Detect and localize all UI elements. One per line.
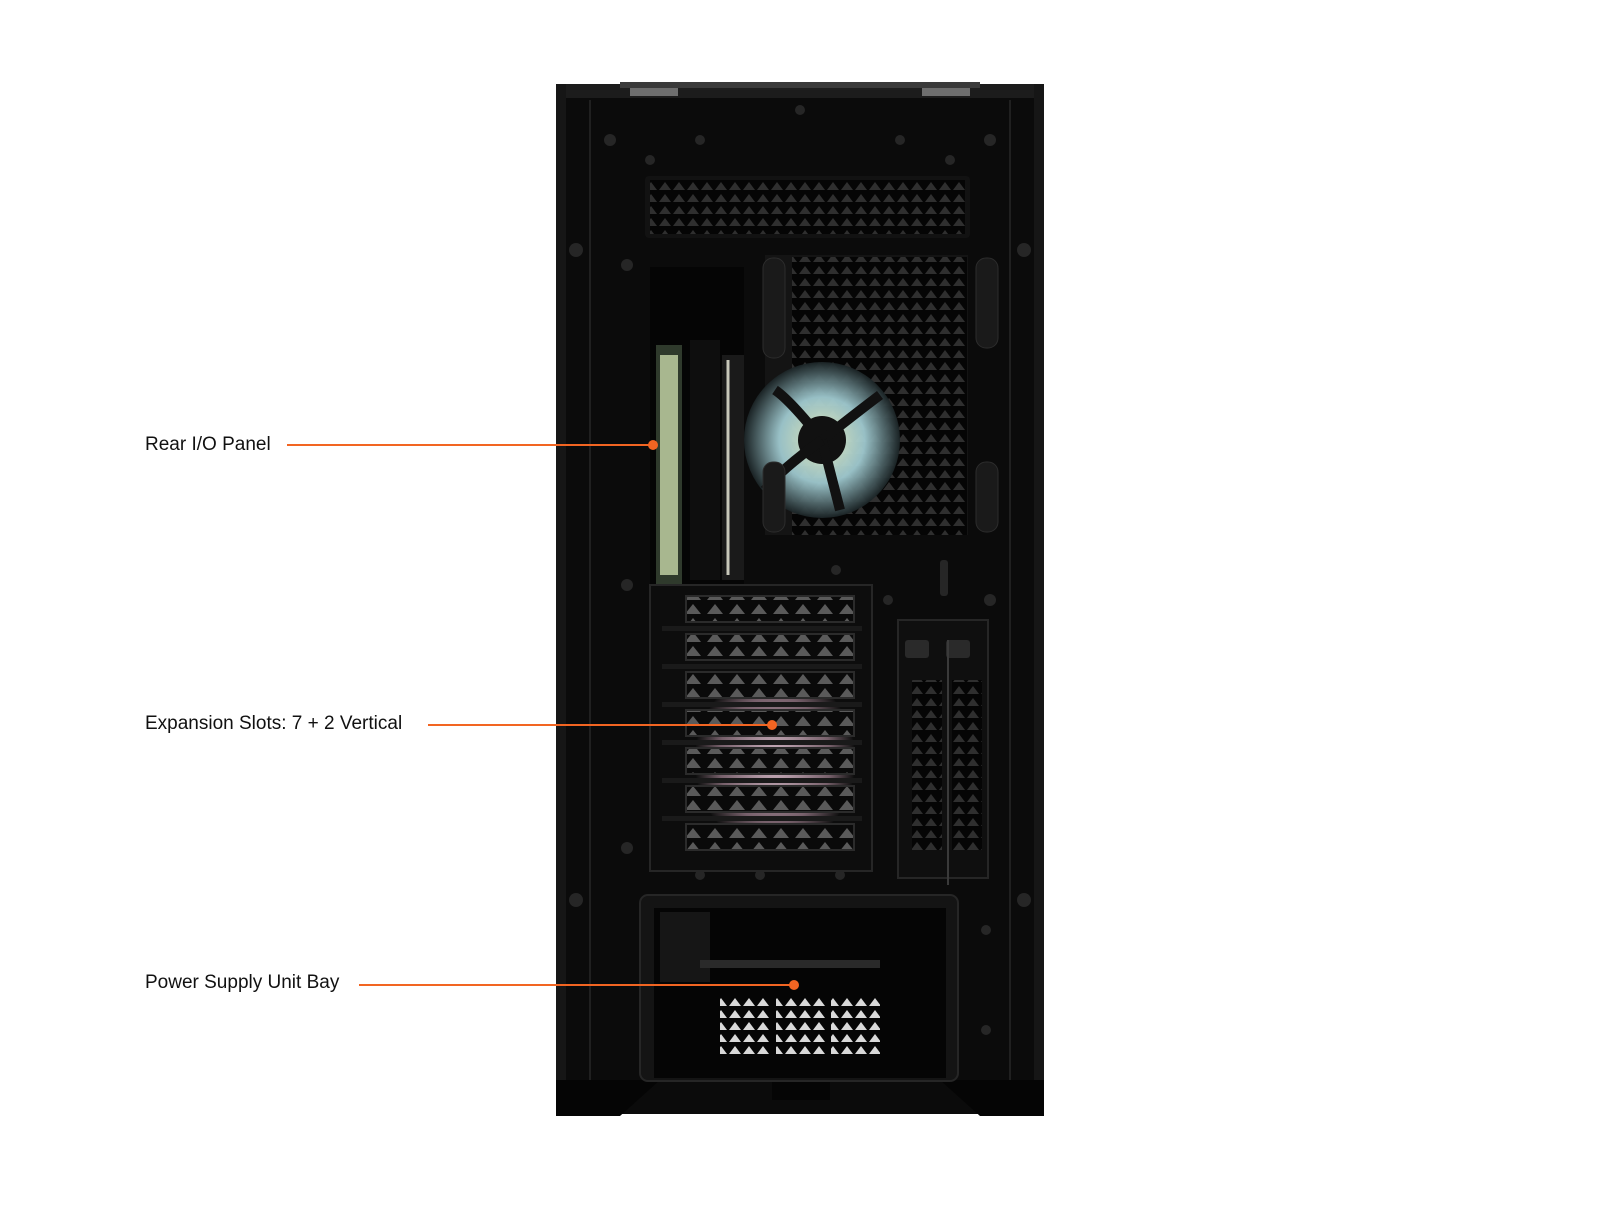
vertical-slots bbox=[897, 560, 989, 885]
case-feet bbox=[556, 1080, 1044, 1116]
top-vent bbox=[645, 176, 970, 238]
callout-rear-io-line bbox=[287, 440, 658, 450]
screws bbox=[569, 105, 1031, 1035]
callout-expansion-slots-label: Expansion Slots: 7 + 2 Vertical bbox=[145, 713, 403, 734]
rear-io-cutout bbox=[650, 267, 744, 587]
callout-rear-io-label: Rear I/O Panel bbox=[145, 434, 271, 455]
psu-bay bbox=[639, 894, 959, 1082]
rear-fan-mount bbox=[744, 255, 999, 535]
callout-psu-bay-line bbox=[359, 980, 799, 990]
callout-expansion-slots-line bbox=[428, 720, 777, 730]
callout-psu-bay-label: Power Supply Unit Bay bbox=[145, 972, 340, 993]
expansion-slots bbox=[649, 584, 873, 872]
